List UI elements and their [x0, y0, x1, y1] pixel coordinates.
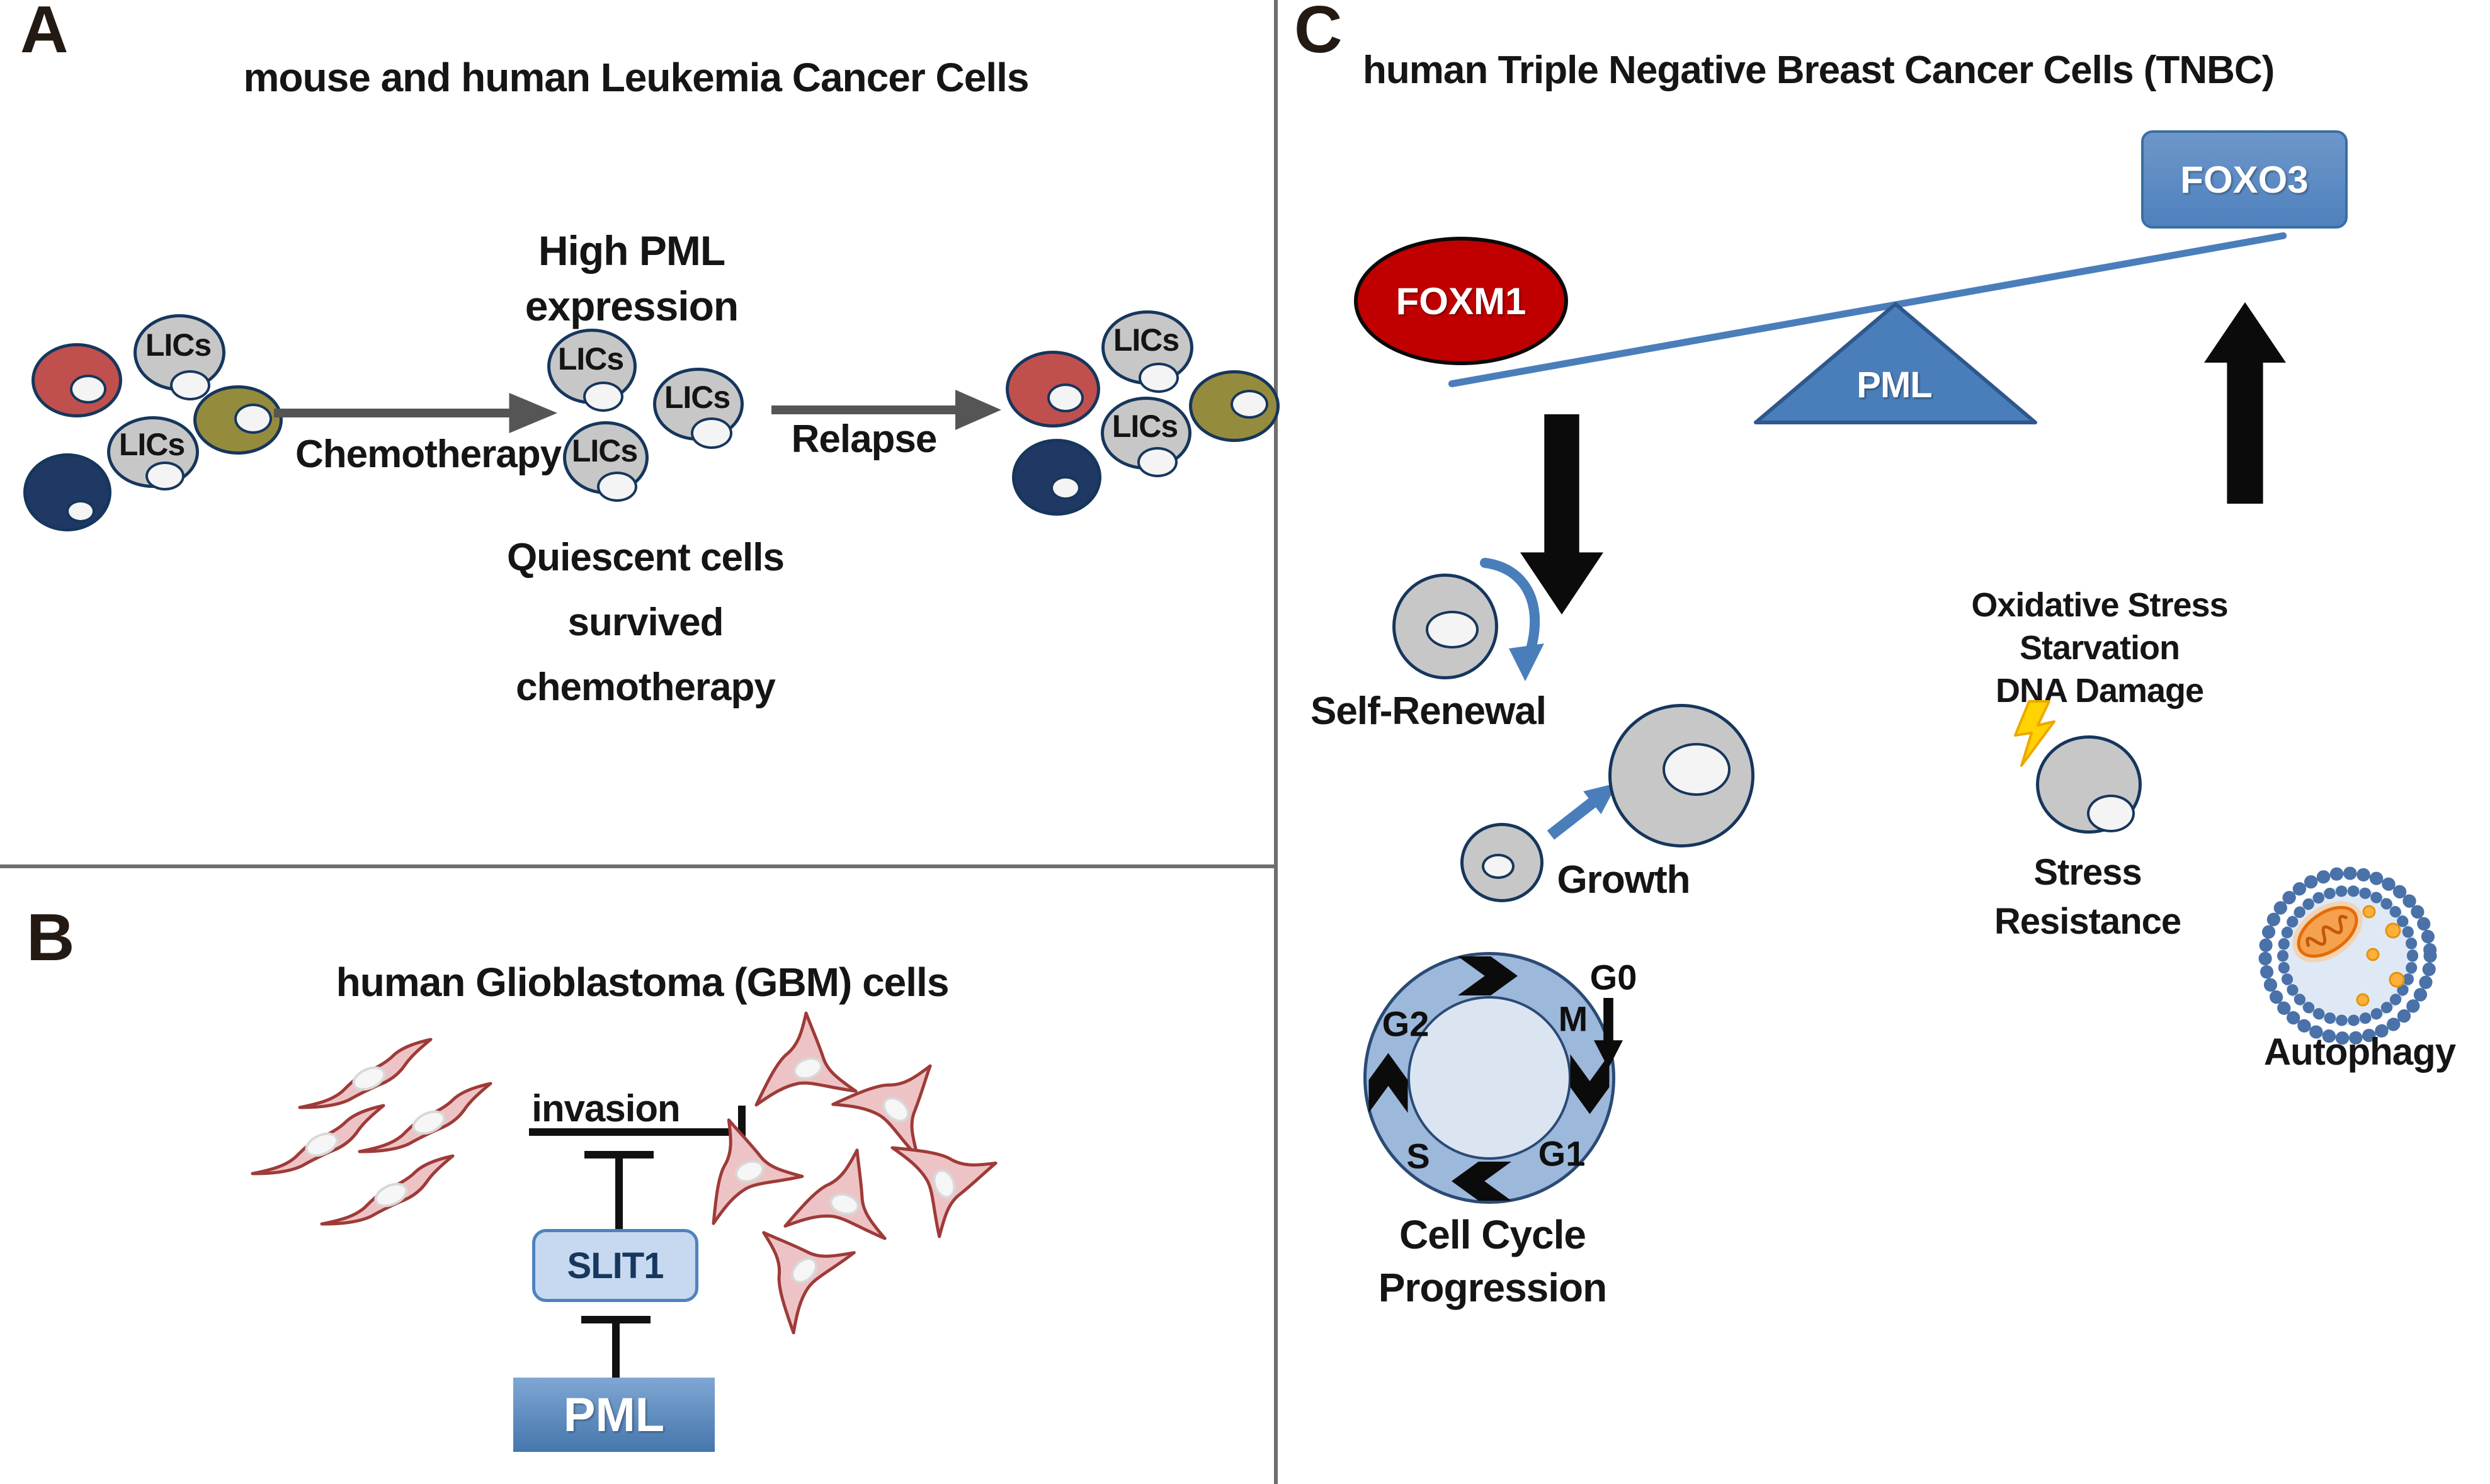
high-pml-line1: High PML [538, 227, 725, 274]
high-pml-line2: expression [525, 283, 739, 329]
lic-cell-label: LICs [571, 433, 638, 468]
gbm-spindle-cell [298, 1038, 433, 1109]
foxo3-label: FOXO3 [2180, 158, 2309, 201]
foxo3-box: FOXO3 [2141, 130, 2348, 229]
invasion-label: invasion [532, 1087, 680, 1130]
phase-g0-label: G0 [1589, 957, 1637, 997]
gbm-invasive-cell [890, 1146, 998, 1238]
quiescent-line1: Quiescent cells [507, 536, 785, 579]
nucleus [66, 500, 95, 523]
lic-cell-label: LICs [557, 341, 624, 377]
nucleus [234, 404, 272, 434]
nucleus [583, 382, 623, 412]
nucleus [70, 375, 106, 404]
growth-label: Growth [1557, 858, 1691, 902]
lic-cell-label: LICs [145, 327, 212, 363]
relapse-label: Relapse [791, 417, 938, 461]
autophagy-label: Autophagy [2263, 1031, 2456, 1073]
gbm-spindle-cell [251, 1104, 385, 1175]
horizontal-divider [0, 864, 1274, 868]
slit1-label: SLIT1 [567, 1245, 664, 1286]
phase-g1-label: G1 [1538, 1133, 1586, 1174]
phase-g2-label: G2 [1382, 1004, 1430, 1044]
nucleus [1137, 447, 1178, 477]
pml-fulcrum-triangle [1754, 302, 2037, 424]
invasion-line [529, 1128, 746, 1136]
nucleus [145, 462, 185, 490]
arrow-up-icon [2204, 302, 2286, 504]
gbm-invasive-cell [712, 1118, 804, 1225]
nucleus [1426, 611, 1479, 649]
resistance-line1: Stress [2033, 852, 2142, 893]
quiescent-line2: survived [567, 601, 724, 644]
mitochondrion-icon [2292, 901, 2363, 963]
nucleus [597, 472, 637, 502]
lic-cell-label: LICs [664, 380, 731, 415]
gbm-spindle-cell [358, 1082, 492, 1153]
panel-a-title: mouse and human Leukemia Cancer Cells [243, 55, 1030, 100]
autophagosome-icon [2258, 866, 2437, 1045]
pml-fulcrum-label: PML [1856, 365, 1932, 405]
pml-inhibit-line [612, 1316, 620, 1378]
lic-cell-label: LICs [1113, 322, 1180, 358]
nucleus [691, 417, 732, 449]
gbm-spindle-cell [320, 1154, 455, 1226]
lightning-icon [2014, 700, 2055, 767]
phase-s-label: S [1406, 1136, 1430, 1176]
self-renewal-label: Self-Renewal [1310, 689, 1547, 733]
stress-line1: Oxidative Stress [1971, 586, 2228, 624]
nucleus [1047, 383, 1084, 412]
panel-b-title: human Glioblastoma (GBM) cells [336, 960, 950, 1005]
panel-a-label: A [20, 0, 69, 67]
slit1-box: SLIT1 [532, 1229, 698, 1302]
quiescent-line3: chemotherapy [516, 666, 776, 709]
foxm1-ellipse: FOXM1 [1354, 237, 1568, 365]
pml-box-label: PML [563, 1388, 665, 1442]
resistance-line2: Resistance [1994, 901, 2181, 942]
foxm1-label: FOXM1 [1396, 280, 1526, 322]
lic-cell-label: LICs [118, 427, 185, 462]
panel-c-title: human Triple Negative Breast Cancer Cell… [1363, 48, 2275, 92]
nucleus [2087, 795, 2135, 832]
lic-cell-label: LICs [1111, 409, 1178, 444]
panel-b-label: B [26, 900, 75, 975]
pml-box: PML [513, 1378, 715, 1452]
self-renewal-cycle-arrow-icon [1480, 558, 1544, 681]
panel-c-label: C [1294, 0, 1343, 67]
leukemia-cell-navy [23, 453, 111, 531]
gbm-invasive-cell [831, 1064, 932, 1160]
vertical-divider [1274, 0, 1278, 1484]
gbm-invasive-cell [783, 1148, 887, 1240]
nucleus [1663, 743, 1731, 796]
nucleus [1139, 363, 1179, 393]
stress-line2: Starvation [2019, 629, 2180, 667]
cell-cycle-inner [1407, 996, 1571, 1160]
chemotherapy-arrow-icon [274, 393, 557, 433]
leukemia-cell-navy [1012, 439, 1101, 516]
cell-cycle-label-line1: Cell Cycle [1399, 1212, 1586, 1257]
nucleus [1231, 390, 1268, 419]
leukemia-cell-red [31, 343, 122, 417]
nucleus [1050, 476, 1081, 500]
nucleus [1482, 854, 1515, 879]
phase-m-label: M [1558, 999, 1588, 1039]
cell-cycle-label-line2: Progression [1378, 1265, 1607, 1310]
gbm-invasive-cell [762, 1231, 856, 1335]
chemotherapy-label: Chemotherapy [295, 433, 562, 476]
nucleus [170, 370, 210, 400]
slit1-inhibit-line [615, 1151, 623, 1230]
gbm-invasive-cell [754, 1011, 858, 1107]
